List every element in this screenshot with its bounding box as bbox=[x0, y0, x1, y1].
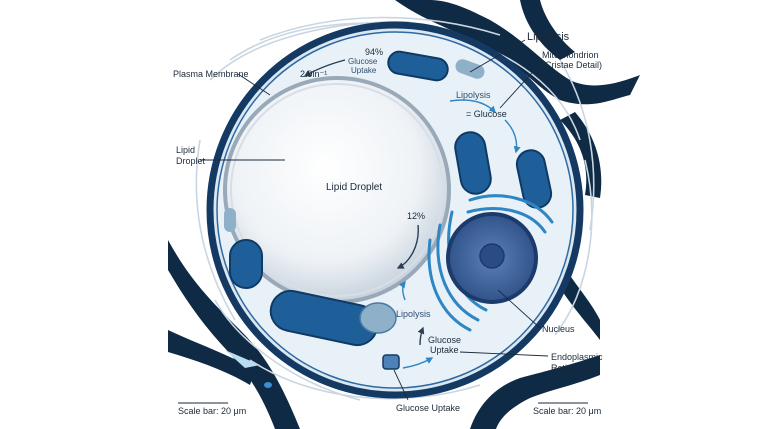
label-mitochondrion-2: (Cristae Detail) bbox=[542, 60, 602, 70]
vessel-right bbox=[560, 112, 602, 198]
vessel-bottom-left-branch bbox=[168, 330, 255, 385]
mitochondrion-top bbox=[387, 50, 449, 82]
label-glucose-uptake-low-1: Glucose bbox=[428, 335, 461, 345]
pathway-arrows bbox=[303, 59, 521, 369]
label-pct-12: 12% bbox=[407, 211, 425, 221]
arrow-glucose-mid bbox=[504, 119, 521, 154]
glucose-transporter bbox=[382, 354, 400, 370]
mitochondrion-right-1 bbox=[454, 131, 492, 195]
label-lipolysis-low: Lipolysis bbox=[396, 309, 431, 319]
nucleolus bbox=[479, 243, 505, 269]
arrow-glucose-uptake-top bbox=[303, 59, 346, 77]
vessel-top-right bbox=[395, 0, 640, 105]
mitochondrion-top-small bbox=[455, 59, 485, 79]
mitochondrion-right-2 bbox=[515, 149, 553, 209]
label-plasma-membrane: Plasma Membrane bbox=[173, 69, 249, 79]
arrow-lipolysis-mid bbox=[449, 99, 496, 113]
label-er-1: Endoplasmic bbox=[551, 352, 603, 362]
vessel-bottom-left bbox=[168, 240, 300, 429]
label-glucose-mid: = Glucose bbox=[466, 109, 507, 119]
label-scale-left: Scale bar: 20 μm bbox=[178, 406, 246, 416]
label-glucose-uptake-bottom: Glucose Uptake bbox=[396, 403, 460, 413]
arrow-transporter bbox=[402, 357, 434, 369]
label-er-2: Reticulum bbox=[551, 363, 591, 373]
label-glucose-uptake-top-2: Uptake bbox=[351, 66, 377, 75]
vessel-highlight-3 bbox=[225, 350, 260, 368]
vessel-bottom-right bbox=[470, 355, 600, 429]
mitochondrion-left bbox=[229, 239, 263, 289]
label-lipolysis-top: Lipolysis bbox=[527, 31, 570, 43]
label-lipid-droplet-left-1: Lipid bbox=[176, 145, 195, 155]
label-lipolysis-mid: Lipolysis bbox=[456, 90, 491, 100]
label-scale-right: Scale bar: 20 μm bbox=[533, 406, 601, 416]
label-lipid-droplet-left-2: Droplet bbox=[176, 156, 206, 166]
arrow-lipolysis-low bbox=[398, 280, 406, 301]
mitochondrion-bottom bbox=[359, 302, 397, 334]
label-rate: 2.9in⁻¹ bbox=[300, 69, 327, 79]
label-mitochondrion-1: Mitochondrion bbox=[542, 50, 599, 60]
label-glucose-uptake-top-1: Glucose bbox=[348, 57, 378, 66]
label-nucleus: Nucleus bbox=[542, 324, 575, 334]
lipid-droplet-rim bbox=[230, 83, 444, 297]
label-pct-94: 94% bbox=[365, 47, 383, 57]
collagen-fibers bbox=[195, 16, 595, 401]
mitochondria bbox=[224, 50, 553, 347]
adipocyte-cell bbox=[206, 21, 584, 399]
mitochondrion-left-small bbox=[224, 208, 236, 232]
arrow-uptake-low bbox=[417, 326, 425, 346]
vessel-top-right-branch bbox=[520, 0, 575, 60]
label-lipid-droplet-center: Lipid Droplet bbox=[326, 182, 382, 193]
leader-lines bbox=[200, 39, 549, 401]
label-glucose-uptake-low-2: Uptake bbox=[430, 345, 459, 355]
arrow-droplet-curve bbox=[396, 224, 419, 269]
vessel-highlight-2 bbox=[264, 382, 272, 388]
